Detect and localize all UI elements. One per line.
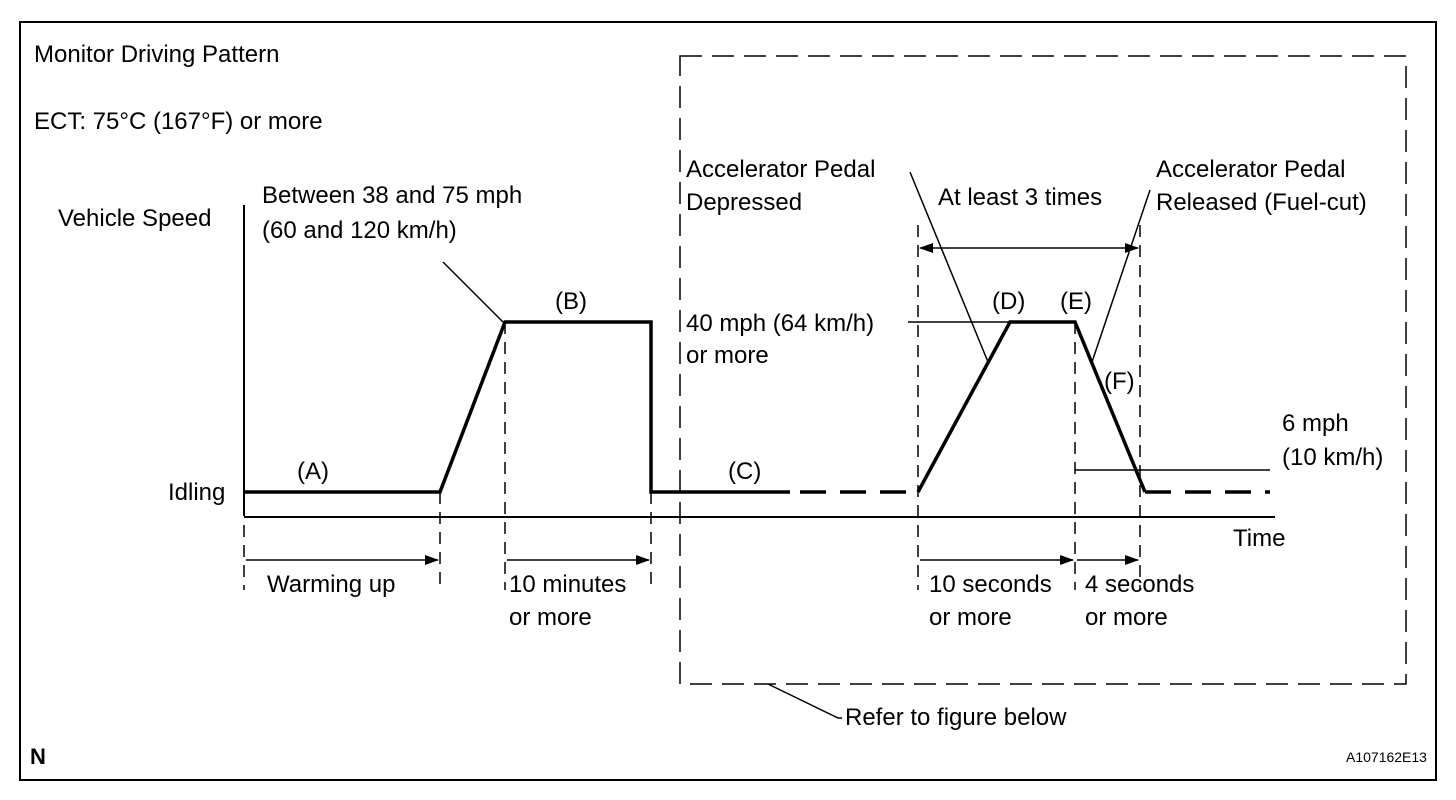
phase-f-label: (F) — [1104, 368, 1135, 395]
refer-label: Refer to figure below — [845, 704, 1067, 731]
speed-range-leader — [442, 261, 504, 323]
phase-d-label: (D) — [992, 288, 1025, 315]
ten-seconds-line1: 10 seconds — [929, 571, 1052, 598]
pedal-depressed-leader — [909, 171, 989, 363]
ten-seconds-line2: or more — [929, 604, 1012, 631]
pedal-released-leader — [1091, 189, 1151, 363]
ect-condition: ECT: 75°C (167°F) or more — [34, 108, 323, 135]
y-axis-label: Vehicle Speed — [58, 205, 211, 232]
four-seconds-line1: 4 seconds — [1085, 571, 1194, 598]
pedal-released-line1: Accelerator Pedal — [1156, 156, 1345, 183]
warming-up-label: Warming up — [267, 571, 395, 598]
figure-border — [19, 21, 1437, 781]
repeat-label: At least 3 times — [938, 184, 1102, 211]
speed-40-line2: or more — [686, 342, 769, 369]
phase-b-label: (B) — [555, 288, 587, 315]
speed-6-line2: (10 km/h) — [1282, 444, 1383, 471]
phase-a-label: (A) — [297, 458, 329, 485]
speed-range-line2: (60 and 120 km/h) — [262, 217, 457, 244]
idling-label: Idling — [168, 479, 225, 506]
refer-leader — [767, 683, 842, 719]
detail-region-box — [679, 55, 1407, 685]
speed-range-line1: Between 38 and 75 mph — [262, 182, 522, 209]
diagram-title: Monitor Driving Pattern — [34, 41, 279, 68]
phase-e-label: (E) — [1060, 288, 1092, 315]
ten-minutes-line2: or more — [509, 604, 592, 631]
x-axis-label: Time — [1233, 525, 1285, 552]
phase-c-label: (C) — [728, 458, 761, 485]
speed-6-line1: 6 mph — [1282, 410, 1349, 437]
pedal-depressed-line1: Accelerator Pedal — [686, 156, 875, 183]
figure-id: A107162E13 — [1346, 749, 1427, 765]
corner-mark: N — [30, 744, 46, 769]
four-seconds-line2: or more — [1085, 604, 1168, 631]
ten-minutes-line1: 10 minutes — [509, 571, 626, 598]
speed-profile-accel-decel — [916, 320, 1147, 493]
pedal-released-line2: Released (Fuel-cut) — [1156, 189, 1367, 216]
pedal-depressed-line2: Depressed — [686, 189, 802, 216]
speed-40-line1: 40 mph (64 km/h) — [686, 310, 874, 337]
speed-profile-warmup-cruise — [244, 320, 790, 494]
